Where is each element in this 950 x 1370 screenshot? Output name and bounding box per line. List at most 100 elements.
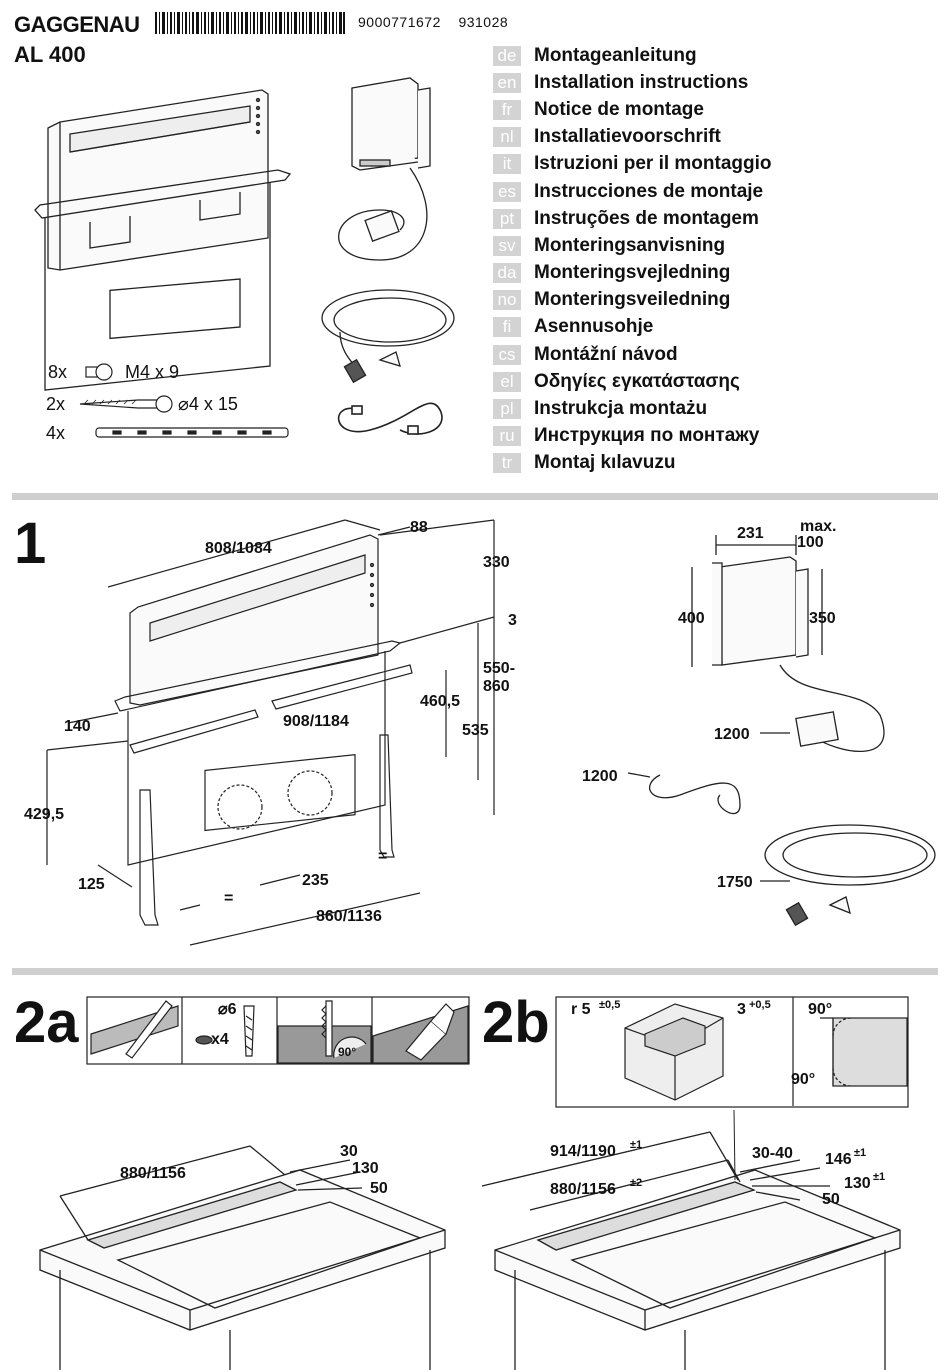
drill-size: ⌀6 (218, 1001, 237, 1018)
language-title: Istruzioni per il montaggio (534, 153, 772, 175)
dim-460: 460,5 (420, 693, 460, 710)
language-code: nl (493, 127, 521, 148)
product-overview-illustration (34, 77, 455, 435)
language-title: Инструкция по монтажу (534, 425, 760, 447)
language-title: Monteringsvejledning (534, 262, 731, 284)
dim-box-width: 231 (737, 525, 764, 542)
dim-125: 125 (78, 876, 105, 893)
language-title: Instruções de montagem (534, 207, 759, 229)
pencil-icon (125, 1000, 173, 1059)
dim-30: 30 (340, 1143, 358, 1160)
language-title: Asennusohje (534, 316, 654, 338)
dim-box-max: max. (800, 518, 836, 535)
dim-535: 535 (462, 722, 489, 739)
language-row: it Istruzioni per il montaggio (493, 151, 923, 178)
part-qty: 2x (46, 394, 66, 414)
saw-angle: 90° (338, 1045, 356, 1059)
language-code: it (493, 154, 521, 175)
language-title: Monteringsveiledning (534, 289, 731, 311)
language-title: Montageanleitung (534, 44, 697, 66)
parts-icons (79, 363, 289, 438)
section-divider (12, 968, 938, 975)
revision-code: 931028 (458, 14, 509, 30)
step2a-tool-strip: ⌀6 x4 90° (86, 996, 470, 1065)
step2a-cutout-drawing: 880/1156 30 130 50 (39, 1143, 446, 1370)
dim-gap: 3 (508, 612, 517, 629)
language-code: sv (493, 235, 521, 256)
dim-50b: 50 (822, 1191, 840, 1208)
article-code: 9000771672 (358, 14, 441, 30)
language-code: es (493, 181, 521, 202)
drill-count: x4 (211, 1031, 229, 1048)
language-code: de (493, 45, 521, 66)
language-title: Montážní návod (534, 343, 678, 365)
angle-label: 90° (791, 1071, 815, 1088)
dim-box-400: 400 (678, 610, 705, 627)
brand-logo: GAGGENAU (14, 12, 140, 37)
language-title: Instrukcja montażu (534, 398, 708, 420)
dim-880: 880/1156 (120, 1165, 186, 1182)
language-title: Instrucciones de montaje (534, 180, 764, 202)
step1-dimension-drawing: 808/1084 88 330 3 550- 860 460,5 535 908… (24, 518, 936, 946)
dim-130: 130 (352, 1160, 379, 1177)
angle-label: 90° (808, 1001, 832, 1018)
saw-icon (325, 1000, 333, 1057)
dim-860: 860/1136 (316, 908, 382, 925)
dim-box-350: 350 (809, 610, 836, 627)
depth-label: 3 (737, 1001, 746, 1018)
language-row: de Montageanleitung (493, 42, 923, 69)
dim-146-tol: ±1 (854, 1147, 866, 1159)
electronics-box (351, 77, 431, 171)
dim-equal: = (378, 848, 387, 865)
language-code: pt (493, 208, 521, 229)
dim-880b: 880/1156 (550, 1181, 616, 1198)
radius-label: r 5 (571, 1001, 591, 1018)
language-code: no (493, 290, 521, 311)
language-code: da (493, 263, 521, 284)
dim-range-a: 550- (483, 660, 515, 677)
dim-146: 146 (825, 1151, 852, 1168)
language-row: ru Инструкция по монтажу (493, 423, 923, 450)
language-row: es Instrucciones de montaje (493, 178, 923, 205)
dim-880b-tol: ±2 (630, 1177, 642, 1189)
dim-140: 140 (64, 718, 91, 735)
dim-range-b: 860 (483, 678, 510, 695)
language-code: fr (493, 99, 521, 120)
language-code: tr (493, 453, 521, 474)
language-row: tr Montaj kılavuzu (493, 450, 923, 477)
power-cable (321, 289, 455, 384)
dim-130b: 130 (844, 1175, 871, 1192)
dim-equal: = (224, 890, 233, 907)
drill-icon (243, 1005, 255, 1057)
dim-30-40: 30-40 (752, 1145, 793, 1162)
language-code: el (493, 371, 521, 392)
language-code: ru (493, 426, 521, 447)
dim-cable-2: 1200 (582, 768, 618, 785)
part-label: ⌀4 x 15 (178, 394, 238, 414)
data-cable (337, 402, 443, 435)
language-row: no Monteringsveiledning (493, 287, 923, 314)
dim-box-max-val: 100 (797, 534, 824, 551)
article-codes: 9000771672 931028 (358, 14, 508, 30)
dim-130b-tol: ±1 (873, 1171, 885, 1183)
language-code: cs (493, 344, 521, 365)
language-row: cs Montážní návod (493, 341, 923, 368)
cables-dim (627, 664, 936, 927)
part-label: M4 x 9 (125, 362, 180, 382)
dim-914-tol: ±1 (630, 1139, 642, 1151)
dim-height-up: 330 (483, 554, 510, 571)
radius-tol: ±0,5 (599, 999, 620, 1011)
language-code: fi (493, 317, 521, 338)
dim-235: 235 (302, 872, 329, 889)
dim-914: 914/1190 (550, 1143, 616, 1160)
language-title: Montaj kılavuzu (534, 452, 676, 474)
dim-depth: 88 (410, 519, 428, 536)
part-qty: 4x (46, 423, 66, 443)
